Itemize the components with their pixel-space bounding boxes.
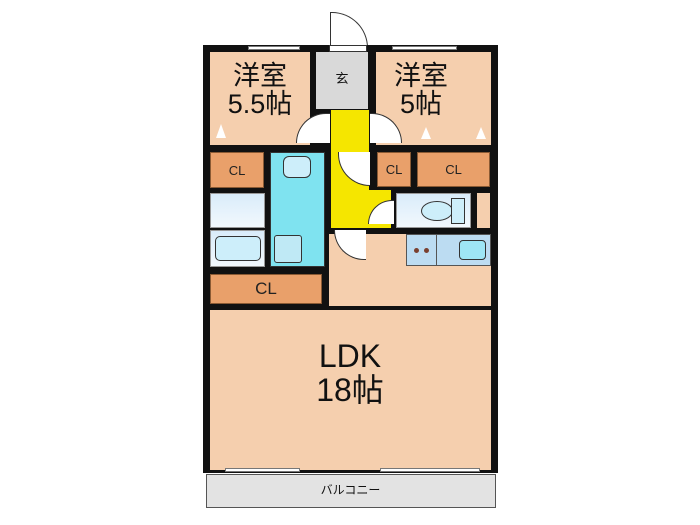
room-size: 5帖 [399,89,443,120]
toilet-bowl-icon [421,201,453,221]
balcony: バルコニー [206,474,496,508]
bath-dressing [210,193,265,228]
entrance: 玄 [316,52,368,109]
window [225,468,300,472]
door-stop-icon [476,127,486,139]
room-size: 18帖 [316,371,384,408]
kitchen-sink-icon [459,240,486,260]
door-stop-icon [216,124,226,138]
toilet-room [396,193,471,228]
bathtub-icon [215,236,261,261]
closet: CL [377,152,411,187]
window [392,46,457,50]
door-stop-icon [421,127,431,139]
pipe-space [477,193,490,228]
washroom [270,152,325,267]
closet-label: CL [255,279,277,298]
room-name: 洋室 [233,61,287,91]
room-name: 洋室 [394,61,448,91]
western-room-1: 洋室 5.5帖 [210,52,310,145]
burner-icon [414,248,419,253]
closet: CL [417,152,490,187]
room-size: 5.5帖 [227,89,293,120]
toilet-tank-icon [451,198,465,224]
closet: CL [210,152,264,188]
bathtub-area [210,230,265,267]
ldk: LDK 18帖 [210,310,491,470]
room-name: LDK [318,338,382,374]
closet-label: CL [228,162,246,178]
entrance-opening [329,45,367,52]
closet-label: CL [445,162,462,177]
washing-machine-icon [274,235,302,263]
sink-icon [283,156,311,178]
kitchen-counter [406,234,491,266]
stove-icon [407,235,437,265]
window [248,46,300,50]
entrance-label: 玄 [335,71,349,86]
closet: CL [210,274,322,304]
closet-label: CL [385,162,403,177]
entrance-door-swing [330,12,368,48]
burner-icon [424,248,429,253]
balcony-label: バルコニー [320,483,381,497]
window [380,468,480,472]
